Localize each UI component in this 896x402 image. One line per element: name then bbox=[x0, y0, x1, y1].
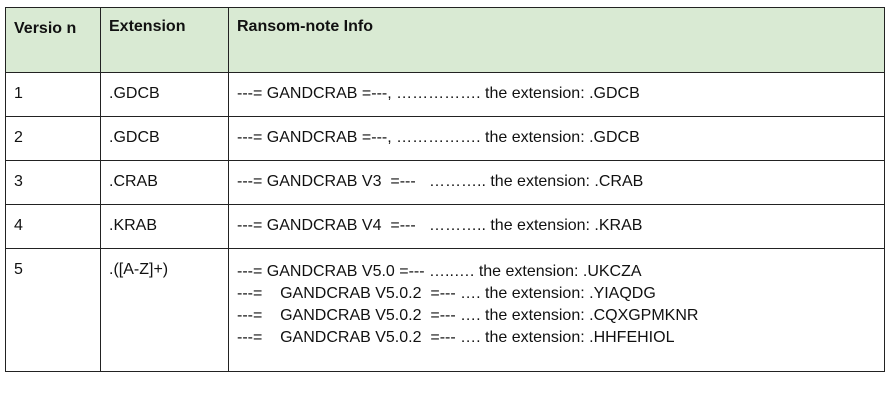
note-line: ---= GANDCRAB V5.0 =--- …..…. the extens… bbox=[237, 263, 642, 280]
cell-extension: .CRAB bbox=[100, 160, 229, 205]
cell-extension: .KRAB bbox=[100, 204, 229, 249]
note-line: ---= GANDCRAB V5.0.2 =--- …. the extensi… bbox=[237, 285, 656, 302]
cell-version: 5 bbox=[5, 248, 101, 372]
cell-ransom-note: ---= GANDCRAB V3 =--- ……….. the extensio… bbox=[228, 160, 885, 205]
cell-extension: .GDCB bbox=[100, 116, 229, 161]
table-row: 4 .KRAB ---= GANDCRAB V4 =--- ……….. the … bbox=[5, 204, 885, 249]
table-row: 1 .GDCB ---= GANDCRAB =---, ……………. the e… bbox=[5, 72, 885, 117]
table-header-row: Versio n Extension Ransom-note Info bbox=[5, 7, 885, 73]
cell-version: 2 bbox=[5, 116, 101, 161]
header-extension: Extension bbox=[100, 7, 229, 73]
cell-ransom-note: ---= GANDCRAB =---, ……………. the extension… bbox=[228, 72, 885, 117]
cell-version: 4 bbox=[5, 204, 101, 249]
cell-extension: .([A-Z]+) bbox=[100, 248, 229, 372]
cell-ransom-note: ---= GANDCRAB V5.0 =--- …..…. the extens… bbox=[228, 248, 885, 372]
note-line: ---= GANDCRAB V4 =--- ……….. the extensio… bbox=[237, 217, 643, 234]
header-version-label: Versio n bbox=[14, 20, 77, 37]
cell-ransom-note: ---= GANDCRAB V4 =--- ……….. the extensio… bbox=[228, 204, 885, 249]
header-ransom-note: Ransom-note Info bbox=[228, 7, 885, 73]
table-row: 3 .CRAB ---= GANDCRAB V3 =--- ……….. the … bbox=[5, 160, 885, 205]
table-row: 5 .([A-Z]+) ---= GANDCRAB V5.0 =--- …..…… bbox=[5, 248, 885, 372]
cell-version: 1 bbox=[5, 72, 101, 117]
note-line: ---= GANDCRAB =---, ……………. the extension… bbox=[237, 85, 640, 102]
note-line: ---= GANDCRAB V3 =--- ……….. the extensio… bbox=[237, 173, 644, 190]
note-line: ---= GANDCRAB V5.0.2 =--- …. the extensi… bbox=[237, 307, 699, 324]
header-version: Versio n bbox=[5, 7, 101, 73]
header-ransom-note-label: Ransom-note Info bbox=[237, 18, 373, 35]
header-extension-label: Extension bbox=[109, 18, 186, 35]
cell-ransom-note: ---= GANDCRAB =---, ……………. the extension… bbox=[228, 116, 885, 161]
cell-extension: .GDCB bbox=[100, 72, 229, 117]
gandcrab-versions-table: Versio n Extension Ransom-note Info 1 .G… bbox=[5, 7, 885, 372]
note-line: ---= GANDCRAB V5.0.2 =--- …. the extensi… bbox=[237, 329, 675, 346]
cell-version: 3 bbox=[5, 160, 101, 205]
table-row: 2 .GDCB ---= GANDCRAB =---, ……………. the e… bbox=[5, 116, 885, 161]
note-line: ---= GANDCRAB =---, ……………. the extension… bbox=[237, 129, 640, 146]
versions-table-container: Versio n Extension Ransom-note Info 1 .G… bbox=[5, 7, 885, 372]
